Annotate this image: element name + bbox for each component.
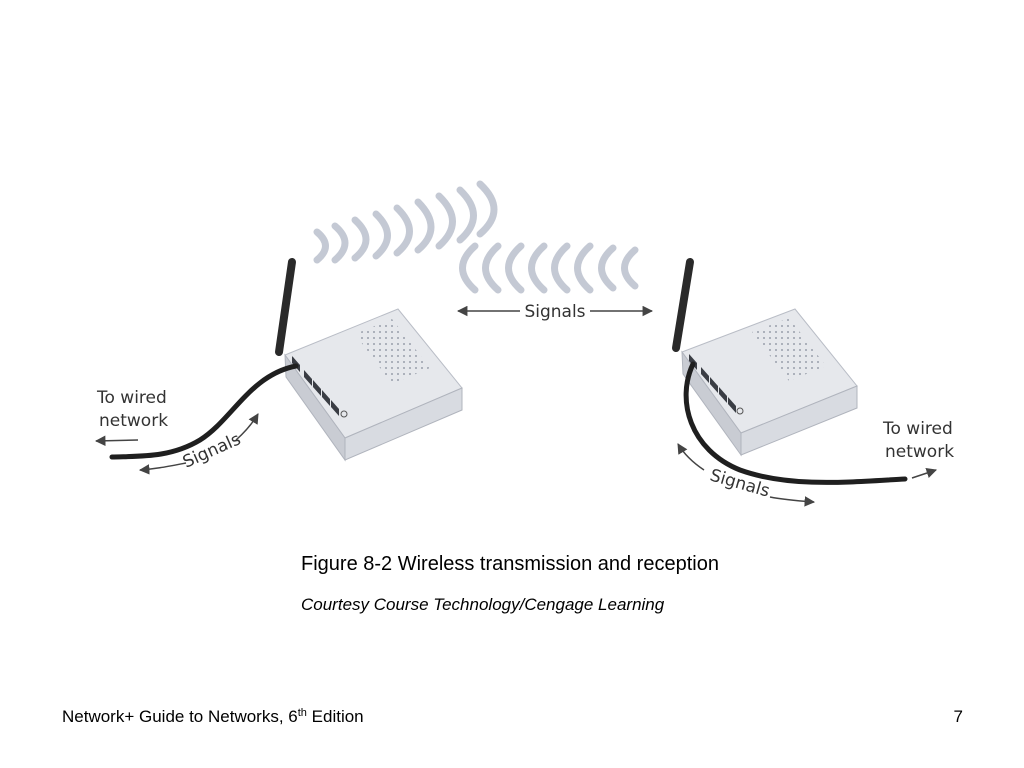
signals-center-arrow: Signals [456,302,654,322]
left-wired-arrow [94,435,139,447]
signals-center-label: Signals [524,302,585,322]
left-access-point [275,258,463,462]
left-vent-grille [355,319,430,384]
signal-waves-lower [459,242,639,294]
right-signals-arrow-back [677,443,705,471]
signal-waves-upper [313,180,498,264]
right-antenna-icon [672,258,694,352]
figure-caption: Figure 8-2 Wireless transmission and rec… [301,553,719,575]
right-wired-label-line1: To wired [882,419,953,439]
left-signals-arrow-forward [235,413,259,441]
right-access-point [672,258,858,457]
right-wired-arrow [911,468,937,479]
right-network-cable [683,361,908,485]
page-number: 7 [953,707,963,726]
footer-title-superscript: th [297,707,307,719]
footer-title-main: Network+ Guide to Networks, 6 [62,707,298,726]
left-antenna-icon [275,258,296,356]
left-wired-label-line1: To wired [96,388,167,408]
right-wired-label-line2: network [885,442,954,462]
right-signals-arrow-forward [769,496,816,507]
left-network-cable [109,363,299,460]
left-wired-label-line2: network [99,411,168,431]
left-signals-label: Signals [180,429,244,472]
figure-credit: Courtesy Course Technology/Cengage Learn… [301,595,665,614]
left-signals-arrow-back [138,462,187,475]
footer-book-title: Network+ Guide to Networks, 6th Edition [62,707,364,727]
right-vent-grille [752,318,826,381]
footer-title-edition: Edition [306,707,364,726]
wireless-diagram: Signals [94,180,954,507]
left-ethernet-ports [292,356,339,416]
